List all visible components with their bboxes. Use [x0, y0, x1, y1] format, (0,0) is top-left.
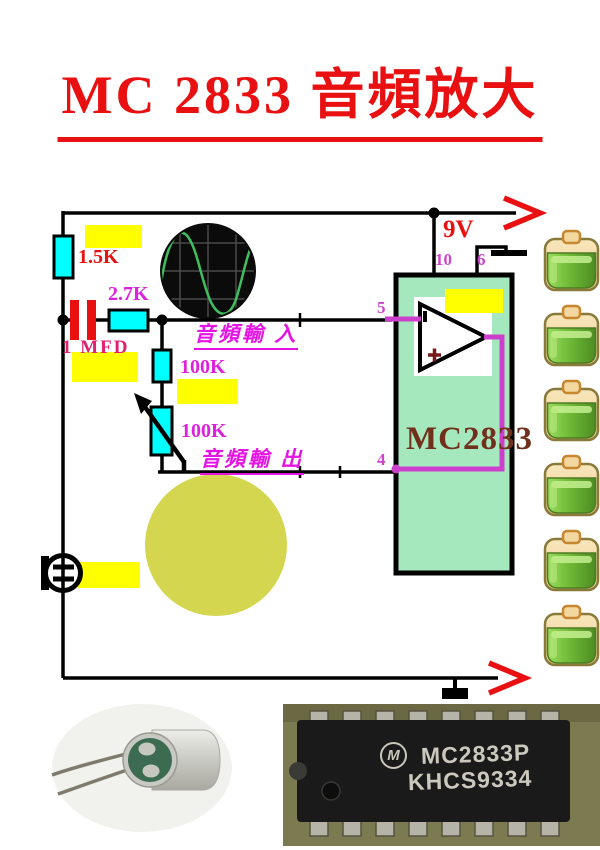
pin-5-label: 5: [377, 298, 386, 317]
opamp-plus-input: [428, 348, 441, 362]
pin-10-label: 10: [435, 250, 452, 269]
highlight-boxes: [72, 225, 238, 588]
audio-in-label: 音頻輸 入: [194, 324, 299, 350]
mic-photo: [51, 704, 232, 832]
mic-solder-pad-2: [142, 764, 160, 778]
scope-grid: [162, 225, 254, 317]
battery-icon: [543, 379, 600, 442]
resistor-r3: [151, 348, 173, 384]
power-arrow-top-icon: [502, 195, 548, 231]
ic-name-label: MC2833: [406, 421, 533, 457]
potentiometer: [134, 393, 187, 473]
highlight-box-3: [177, 379, 238, 404]
junction-dot-vcc: [428, 207, 440, 219]
chip-marking-line2: KHCS9334: [407, 764, 533, 796]
battery-icon: [543, 304, 600, 367]
junction-dot-cap: [57, 314, 69, 326]
mic-symbol: [41, 553, 83, 593]
highlight-box-4: [78, 562, 140, 588]
opamp-minus-input: [423, 311, 427, 322]
battery-icon: [543, 229, 600, 292]
mic-lead-1: [51, 751, 131, 777]
audio-out-label: 音頻輸 出: [200, 449, 305, 475]
junction-dot-input: [156, 314, 168, 326]
battery-icon: [543, 604, 600, 667]
battery-icon: [543, 454, 600, 517]
chip-pins-bottom: [309, 817, 560, 837]
cap-label: 1 MFD: [62, 337, 130, 358]
power-arrow-bottom-icon: [487, 660, 533, 696]
r1-label: 1.5K: [78, 246, 119, 268]
highlight-box-2: [72, 352, 138, 382]
pot-wiper-arrowhead: [134, 393, 152, 414]
resistor-r2: [107, 308, 150, 333]
chip-notch: [289, 762, 307, 780]
chip-dimple: [321, 781, 341, 801]
pin-6-label: 6: [477, 250, 486, 269]
pot-wiper-arm: [143, 405, 186, 464]
r2-label: 2.7K: [108, 283, 149, 305]
pot-label: 100K: [181, 420, 227, 442]
ticks-out: [298, 466, 342, 478]
mic-solder-pad-1: [138, 742, 156, 756]
capacitor-c1: [70, 300, 96, 340]
oscilloscope-display: [160, 223, 256, 319]
ground-symbol: [442, 688, 468, 699]
page-title: MC 2833 音頻放大: [57, 50, 543, 142]
r3-label: 100K: [180, 356, 226, 378]
supply-label: 9V: [443, 216, 474, 243]
chip-body: [297, 720, 570, 822]
highlight-box-1: [85, 225, 142, 248]
speaker-circle: [145, 474, 287, 616]
wire-pin6: [475, 245, 508, 277]
battery-icon: [543, 529, 600, 592]
motorola-logo-icon: M: [380, 742, 407, 769]
signal-wire-out: [398, 334, 505, 472]
signal-dot-pin4: [391, 464, 401, 474]
chip-photo: [283, 704, 600, 846]
magenta-signal-wire: [385, 316, 505, 472]
highlight-box-5: [445, 289, 503, 313]
resistor-r1: [52, 234, 75, 280]
wires: [61, 211, 516, 689]
pin-4-label: 4: [377, 450, 386, 469]
